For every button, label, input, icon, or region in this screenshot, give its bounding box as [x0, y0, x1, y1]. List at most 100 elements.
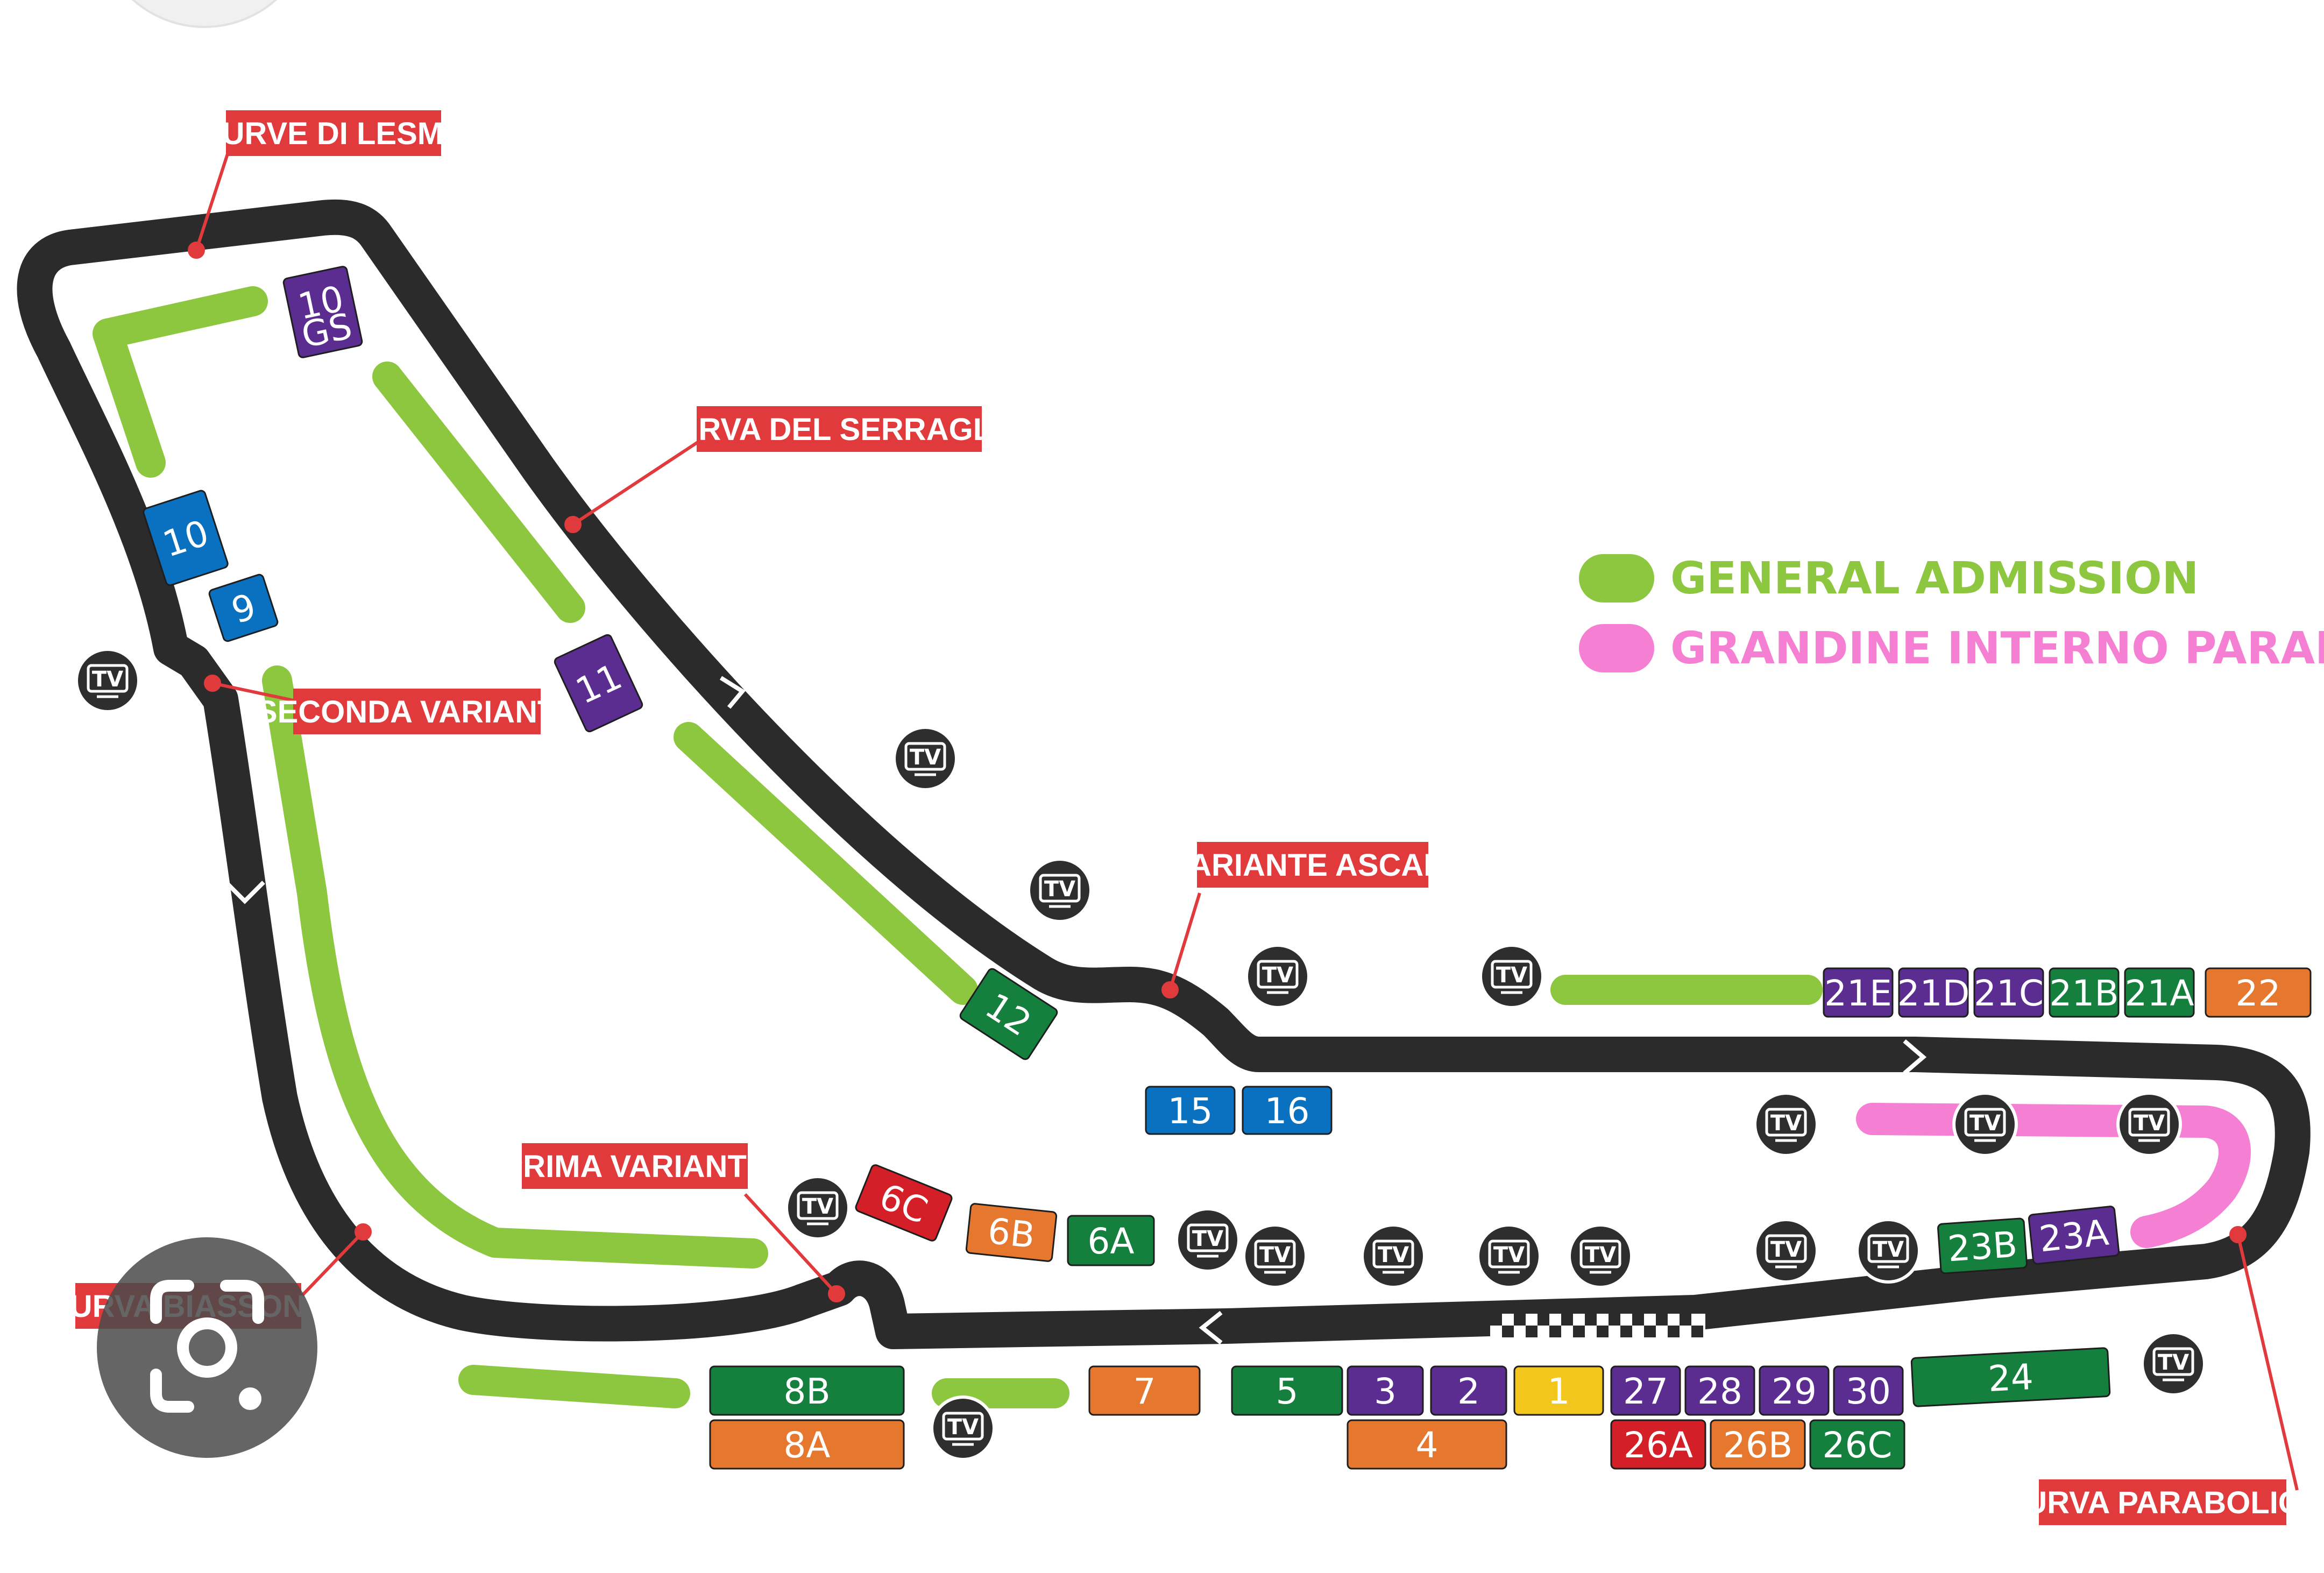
grandstand-box: [208, 573, 279, 642]
legend-swatch-general-admission: [1579, 554, 1654, 603]
svg-text:CURVA DEL SERRAGLIO: CURVA DEL SERRAGLIO: [654, 412, 1025, 447]
grandstand-label: 6A: [1087, 1221, 1134, 1262]
leader-lines: [188, 150, 2299, 1491]
tv-label: TV: [1259, 1243, 1291, 1267]
grandstand-26b[interactable]: 26B: [1710, 1419, 1806, 1470]
tv-label: TV: [1378, 1243, 1409, 1267]
tv-label: TV: [1493, 1243, 1525, 1267]
grandstand-box: [855, 1164, 953, 1242]
grandstand-label: 29: [1772, 1371, 1817, 1412]
grandstand-21a[interactable]: 21A: [2124, 967, 2195, 1018]
grandstand-26a[interactable]: 26A: [1610, 1419, 1706, 1470]
grandstand-box: [1833, 1365, 1904, 1416]
grandstand-label: 8B: [783, 1371, 830, 1412]
grandstand-label: 27: [1623, 1371, 1668, 1412]
tv-icon: [1964, 1108, 2006, 1137]
grandstand-27[interactable]: 27: [1610, 1365, 1681, 1416]
tv-screen-marker: TV: [1952, 1092, 2018, 1157]
grandstand-21d[interactable]: 21D: [1897, 967, 1970, 1018]
tv-screen-marker: TV: [1568, 1223, 1633, 1289]
grandstand-box: [959, 968, 1058, 1060]
grandstand-box: [1231, 1365, 1343, 1416]
grandstand-9[interactable]: 9: [208, 573, 279, 642]
grandstand-label: 30: [1846, 1371, 1891, 1412]
tv-icon: [1765, 1234, 1807, 1263]
corner-label-ascari: VARIANTE ASCARI: [1171, 842, 1455, 888]
grandstand-6c[interactable]: 6C: [855, 1164, 953, 1242]
legend: GENERAL ADMISSION GRANDINE INTERNO PARAB…: [1579, 553, 2324, 674]
tv-screen-marker: TV: [930, 1395, 996, 1461]
grandstand-label: 15: [1168, 1090, 1213, 1132]
corner-label-parabolica: CURVA PARABOLICA: [2002, 1479, 2323, 1525]
grandstand-29[interactable]: 29: [1759, 1365, 1830, 1416]
legend-general-admission: GENERAL ADMISSION: [1670, 553, 2199, 604]
grandstand-label: 10: [294, 278, 347, 328]
grandstand-6b[interactable]: 6B: [965, 1203, 1058, 1262]
grandstand-16[interactable]: 16: [1242, 1086, 1333, 1135]
grandstand-box: [1809, 1419, 1905, 1470]
grandstand-1[interactable]: 1: [1513, 1365, 1604, 1416]
grandstand-21c[interactable]: 21C: [1973, 967, 2044, 1018]
tv-icon: [904, 742, 946, 771]
grandstand-30[interactable]: 30: [1833, 1365, 1904, 1416]
grandstand-label: 28: [1697, 1371, 1742, 1412]
grandstand-4[interactable]: 4: [1347, 1419, 1507, 1470]
grandstand-8b[interactable]: 8B: [709, 1365, 905, 1416]
tv-label: TV: [802, 1194, 833, 1219]
grandstand-22[interactable]: 22: [2205, 967, 2312, 1018]
grandstand-label: 24: [1987, 1356, 2035, 1400]
grandstand-box: [1759, 1365, 1830, 1416]
grandstand-28[interactable]: 28: [1684, 1365, 1755, 1416]
tv-icon: [1488, 1239, 1530, 1269]
tv-icon: [1257, 960, 1299, 989]
svg-text:CURVE DI LESMO: CURVE DI LESMO: [200, 116, 467, 151]
grandstand-3[interactable]: 3: [1347, 1365, 1424, 1416]
grandstand-label: 16: [1265, 1090, 1310, 1132]
grandstand-2[interactable]: 2: [1430, 1365, 1507, 1416]
tv-label: TV: [1044, 877, 1075, 902]
grandstand-box: [2049, 967, 2120, 1018]
grandstand-10[interactable]: 10: [143, 490, 229, 586]
tv-icon: [1254, 1239, 1296, 1269]
grandstand-23a[interactable]: 23A: [2028, 1206, 2120, 1265]
image-search-button[interactable]: [97, 1237, 317, 1458]
grandstand-box: [1823, 967, 1894, 1018]
tv-screen-marker: TV: [1242, 1223, 1308, 1289]
grandstand-23b[interactable]: 23B: [1937, 1217, 2028, 1274]
tv-icon: [942, 1412, 984, 1441]
grandstand-label: 4: [1416, 1425, 1439, 1466]
grandstand-label: 6B: [986, 1210, 1037, 1257]
tv-label: TV: [1262, 963, 1293, 988]
grandstand-box: [1610, 1365, 1681, 1416]
grandstand-label: 26B: [1723, 1425, 1792, 1466]
grandstand-7[interactable]: 7: [1088, 1365, 1201, 1416]
grandstand-26c[interactable]: 26C: [1809, 1419, 1905, 1470]
grandstand-8a[interactable]: 8A: [709, 1419, 905, 1470]
tv-icon: [1765, 1108, 1807, 1137]
grandstand-box: [709, 1365, 905, 1416]
tv-screen-marker: TV: [785, 1175, 851, 1241]
grandstand-label: 1: [1548, 1371, 1570, 1412]
grandstand-6a[interactable]: 6A: [1067, 1215, 1155, 1266]
grandstand-24[interactable]: 24: [1910, 1347, 2111, 1407]
grandstand-label: 26C: [1822, 1425, 1892, 1466]
grandstand-11[interactable]: 11: [554, 634, 644, 733]
grandstand-label: 22: [2236, 973, 2281, 1014]
tv-icon: [1187, 1223, 1229, 1252]
grandstand-15[interactable]: 15: [1145, 1086, 1236, 1135]
grandstand-5[interactable]: 5: [1231, 1365, 1343, 1416]
tv-icon: [1039, 874, 1081, 903]
grandstand-21b[interactable]: 21B: [2049, 967, 2120, 1018]
tv-screen-marker: TV: [75, 648, 140, 713]
grandstand-label: 21A: [2124, 973, 2194, 1014]
svg-text:VARIANTE ASCARI: VARIANTE ASCARI: [1171, 848, 1455, 883]
grandstand-12[interactable]: 12: [959, 967, 1059, 1061]
grandstand-box: [1145, 1086, 1236, 1135]
grandstand-21e[interactable]: 21E: [1823, 967, 1894, 1018]
tv-icon: [1491, 960, 1533, 989]
grandstand-label: 2: [1457, 1371, 1480, 1412]
grandstand-label: 23A: [2037, 1211, 2110, 1260]
